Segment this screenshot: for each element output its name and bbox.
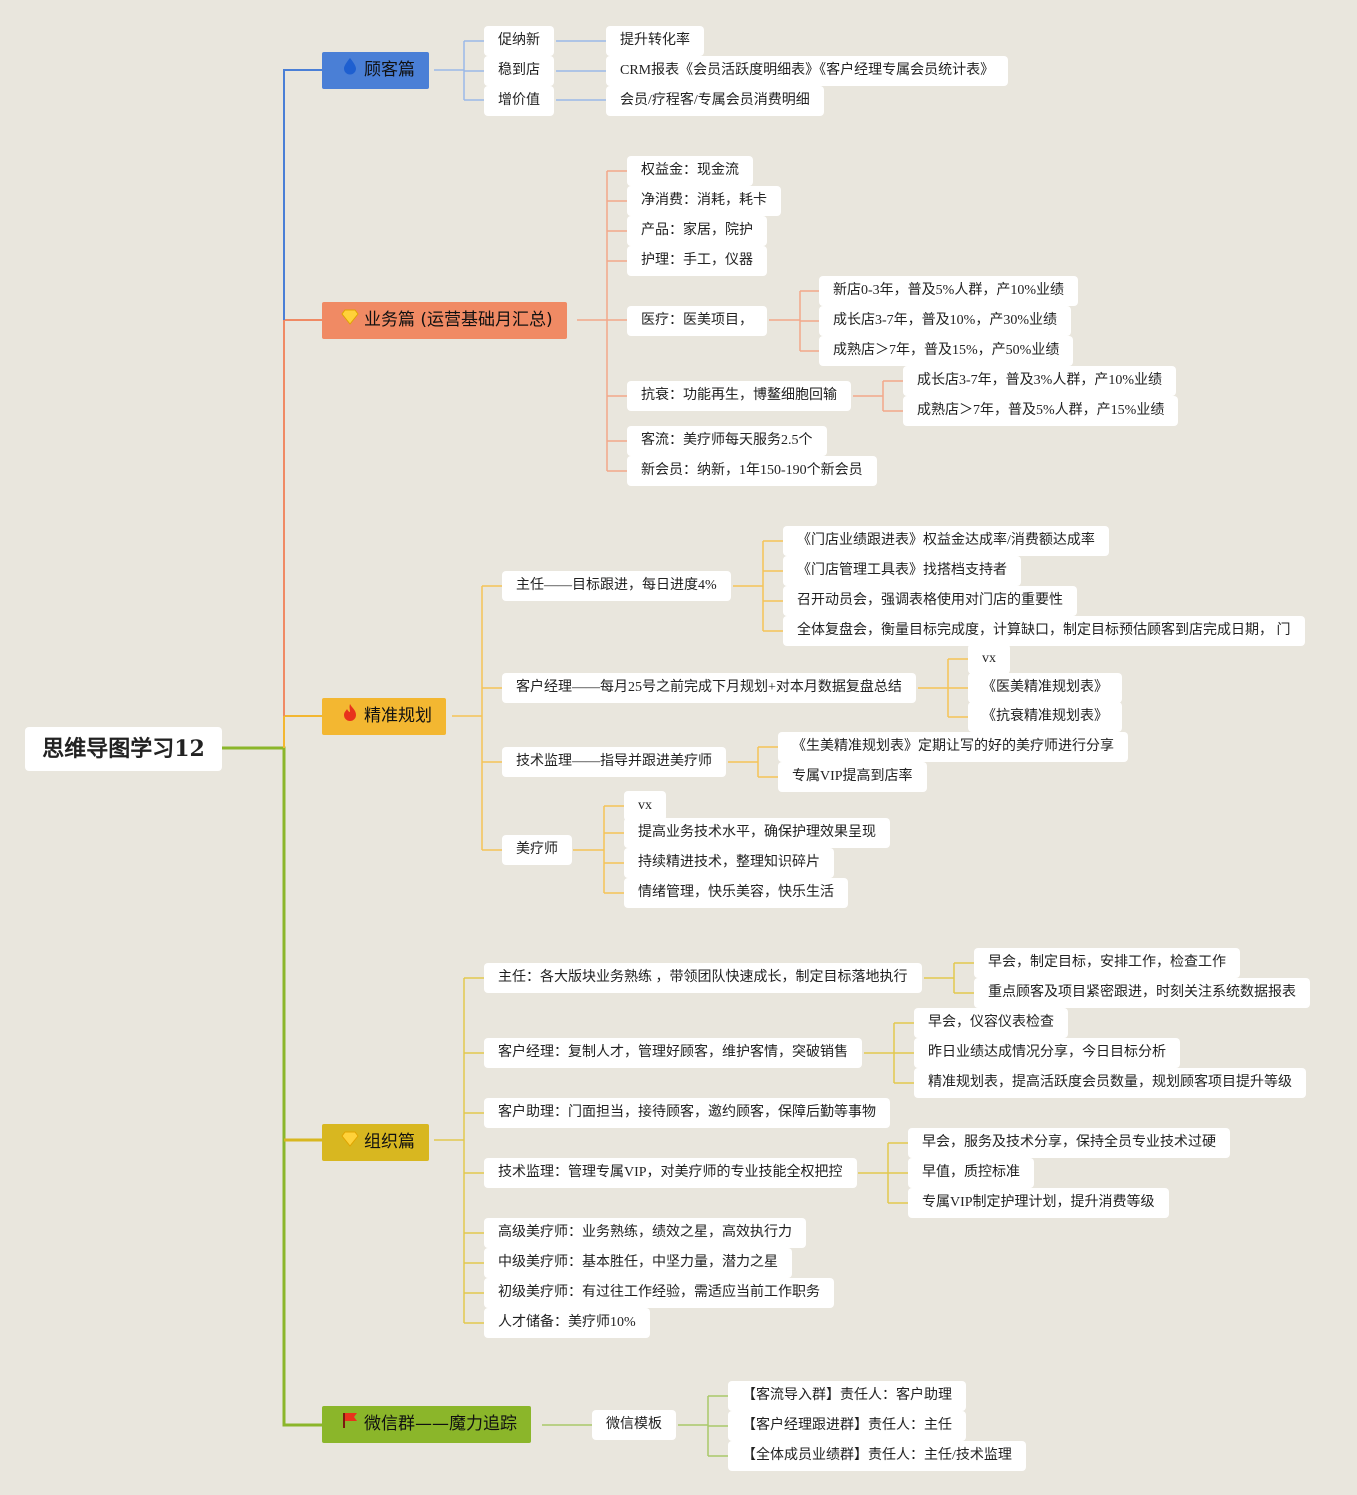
planning-item[interactable]: 客户经理——每月25号之前完成下月规划+对本月数据复盘总结 [502, 673, 916, 703]
business-item[interactable]: 产品：家居，院护 [627, 216, 767, 246]
medical-detail[interactable]: 成长店3-7年，普及10%，产30%业绩 [819, 306, 1071, 336]
organization-supervisor-detail[interactable]: 早值，质控标准 [908, 1158, 1034, 1188]
planning-item[interactable]: 主任——目标跟进，每日进度4% [502, 571, 731, 601]
planning-supervisor-detail[interactable]: 《生美精准规划表》定期让写的好的美疗师进行分享 [778, 732, 1128, 762]
fire-icon [340, 698, 360, 735]
planning-supervisor-detail[interactable]: 专属VIP提高到店率 [778, 762, 927, 792]
planning-director-detail[interactable]: 《门店管理工具表》找搭档支持者 [783, 556, 1021, 586]
customer-detail[interactable]: CRM报表《会员活跃度明细表》《客户经理专属会员统计表》 [606, 56, 1009, 86]
organization-item[interactable]: 中级美疗师：基本胜任，中坚力量，潜力之星 [484, 1248, 792, 1278]
planning-item[interactable]: 美疗师 [502, 835, 572, 865]
planning-item[interactable]: 技术监理——指导并跟进美疗师 [502, 747, 726, 777]
planning-therapist-detail[interactable]: 情绪管理，快乐美容，快乐生活 [624, 878, 848, 908]
customer-item[interactable]: 促纳新 [484, 26, 554, 56]
branch-wechat[interactable]: 微信群——魔力追踪 [322, 1406, 531, 1443]
organization-director-detail[interactable]: 早会，制定目标，安排工作，检查工作 [974, 948, 1240, 978]
organization-item[interactable]: 客户经理：复制人才，管理好顾客，维护客情，突破销售 [484, 1038, 862, 1068]
organization-item[interactable]: 高级美疗师：业务熟练，绩效之星，高效执行力 [484, 1218, 806, 1248]
organization-manager-detail[interactable]: 早会，仪容仪表检查 [914, 1008, 1068, 1038]
customer-detail[interactable]: 提升转化率 [606, 26, 704, 56]
planning-therapist-detail[interactable]: vx [624, 791, 666, 821]
organization-manager-detail[interactable]: 精准规划表，提高活跃度会员数量，规划顾客项目提升等级 [914, 1068, 1306, 1098]
planning-manager-detail[interactable]: vx [968, 644, 1010, 674]
planning-director-detail[interactable]: 召开动员会，强调表格使用对门店的重要性 [783, 586, 1077, 616]
root-topic[interactable]: 思维导图学习12 [25, 727, 222, 771]
organization-item[interactable]: 人才储备：美疗师10% [484, 1308, 650, 1338]
organization-director-detail[interactable]: 重点顾客及项目紧密跟进，时刻关注系统数据报表 [974, 978, 1310, 1008]
wechat-group[interactable]: 【全体成员业绩群】责任人：主任/技术监理 [728, 1441, 1026, 1471]
organization-supervisor-detail[interactable]: 专属VIP制定护理计划，提升消费等级 [908, 1188, 1169, 1218]
planning-manager-detail[interactable]: 《抗衰精准规划表》 [968, 702, 1122, 732]
wechat-group[interactable]: 【客户经理跟进群】责任人：主任 [728, 1411, 966, 1441]
branch-label: 精准规划 [364, 706, 432, 726]
wechat-item[interactable]: 微信模板 [592, 1410, 676, 1440]
business-item[interactable]: 权益金：现金流 [627, 156, 753, 186]
planning-therapist-detail[interactable]: 提高业务技术水平，确保护理效果呈现 [624, 818, 890, 848]
customer-item[interactable]: 稳到店 [484, 56, 554, 86]
medical-detail[interactable]: 新店0-3年，普及5%人群，产10%业绩 [819, 276, 1078, 306]
branch-label: 微信群——魔力追踪 [364, 1414, 517, 1434]
organization-supervisor-detail[interactable]: 早会，服务及技术分享，保持全员专业技术过硬 [908, 1128, 1230, 1158]
organization-manager-detail[interactable]: 昨日业绩达成情况分享，今日目标分析 [914, 1038, 1180, 1068]
branch-customer[interactable]: 顾客篇 [322, 52, 429, 89]
water-drop-icon [340, 52, 360, 89]
organization-item[interactable]: 客户助理：门面担当，接待顾客，邀约顾客，保障后勤等事物 [484, 1098, 890, 1128]
branch-label: 业务篇 (运营基础月汇总) [364, 310, 553, 330]
diamond-icon [340, 1124, 360, 1161]
business-item[interactable]: 抗衰：功能再生，博鳌细胞回输 [627, 381, 851, 411]
business-item[interactable]: 新会员：纳新，1年150-190个新会员 [627, 456, 877, 486]
branch-business[interactable]: 业务篇 (运营基础月汇总) [322, 302, 567, 339]
business-item[interactable]: 医疗：医美项目， [627, 306, 767, 336]
antiaging-detail[interactable]: 成长店3-7年，普及3%人群，产10%业绩 [903, 366, 1176, 396]
branch-label: 顾客篇 [364, 60, 415, 80]
planning-therapist-detail[interactable]: 持续精进技术，整理知识碎片 [624, 848, 834, 878]
organization-item[interactable]: 初级美疗师：有过往工作经验，需适应当前工作职务 [484, 1278, 834, 1308]
red-flag-icon [340, 1406, 360, 1443]
business-item[interactable]: 净消费：消耗，耗卡 [627, 186, 781, 216]
branch-planning[interactable]: 精准规划 [322, 698, 446, 735]
business-item[interactable]: 客流：美疗师每天服务2.5个 [627, 426, 827, 456]
planning-director-detail[interactable]: 《门店业绩跟进表》权益金达成率/消费额达成率 [783, 526, 1109, 556]
planning-manager-detail[interactable]: 《医美精准规划表》 [968, 673, 1122, 703]
customer-item[interactable]: 增价值 [484, 86, 554, 116]
medical-detail[interactable]: 成熟店＞7年，普及15%，产50%业绩 [819, 336, 1074, 366]
organization-item[interactable]: 技术监理：管理专属VIP，对美疗师的专业技能全权把控 [484, 1158, 857, 1188]
organization-item[interactable]: 主任：各大版块业务熟练 ，带领团队快速成长，制定目标落地执行 [484, 963, 922, 993]
wechat-group[interactable]: 【客流导入群】责任人：客户助理 [728, 1381, 966, 1411]
branch-organization[interactable]: 组织篇 [322, 1124, 429, 1161]
planning-director-detail[interactable]: 全体复盘会，衡量目标完成度，计算缺口，制定目标预估顾客到店完成日期， 门 [783, 616, 1305, 646]
branch-label: 组织篇 [364, 1132, 415, 1152]
diamond-icon [340, 302, 360, 339]
antiaging-detail[interactable]: 成熟店＞7年，普及5%人群，产15%业绩 [903, 396, 1179, 426]
customer-detail[interactable]: 会员/疗程客/专属会员消费明细 [606, 86, 824, 116]
business-item[interactable]: 护理：手工，仪器 [627, 246, 767, 276]
